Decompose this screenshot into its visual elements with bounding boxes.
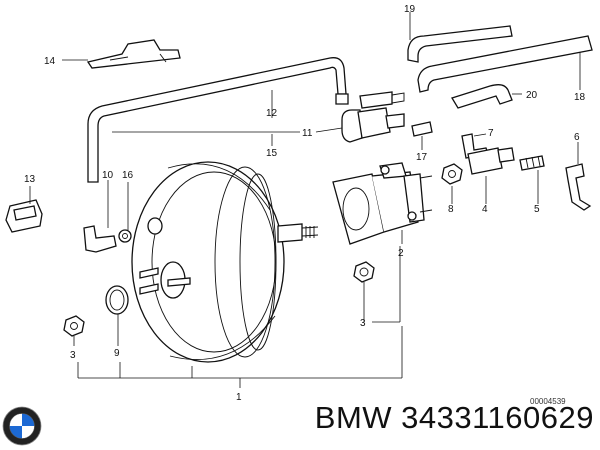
callout-10: 10: [102, 170, 114, 181]
callout-6: 6: [574, 132, 580, 143]
callout-numbers: 1 2 3 3 3 4 5 6 7 8 9 10 11 12 13 14 15 …: [24, 4, 586, 403]
leader-lines: [29, 12, 581, 388]
gasket-9: [105, 285, 129, 315]
connector-5: [519, 155, 545, 171]
hose-20: [451, 84, 513, 109]
callout-3-center: 3: [360, 318, 366, 329]
check-valve: [341, 91, 405, 143]
seal-16: [118, 229, 132, 243]
callout-5: 5: [534, 204, 540, 215]
callout-12: 12: [266, 108, 278, 119]
callout-18: 18: [574, 92, 586, 103]
pipe-6: [565, 163, 592, 211]
bmw-roundel-icon: [2, 406, 42, 446]
callout-14: 14: [44, 56, 56, 67]
callout-17: 17: [416, 152, 428, 163]
part-number-caption: BMW 34331160629: [314, 400, 594, 435]
callout-3-left: 3: [70, 350, 76, 361]
callout-20: 20: [526, 90, 538, 101]
bracket-14: [86, 39, 181, 69]
hose-18: [417, 35, 593, 93]
elbow-10: [83, 225, 117, 253]
callout-11: 11: [302, 128, 313, 139]
callout-7: 7: [488, 128, 494, 139]
sleeve-17: [411, 121, 433, 137]
callout-1: 1: [236, 392, 242, 403]
callout-19: 19: [404, 4, 416, 15]
callout-13: 13: [24, 174, 36, 185]
brake-booster: [131, 161, 319, 363]
nut-3-flange: [353, 261, 375, 283]
callout-8: 8: [448, 204, 454, 215]
callout-4: 4: [482, 204, 488, 215]
nut-8: [441, 163, 463, 185]
sensor-13: [5, 199, 43, 233]
vacuum-switch-4: [467, 147, 515, 175]
callout-9: 9: [114, 348, 120, 359]
master-cylinder-flange: [332, 162, 433, 245]
hose-19: [407, 25, 513, 63]
callout-16: 16: [122, 170, 134, 181]
nut-3-left: [63, 315, 85, 337]
drawing-number: 00004539: [530, 397, 566, 406]
callout-15: 15: [266, 148, 278, 159]
vacuum-hose: [87, 57, 349, 183]
callout-2: 2: [398, 248, 404, 259]
